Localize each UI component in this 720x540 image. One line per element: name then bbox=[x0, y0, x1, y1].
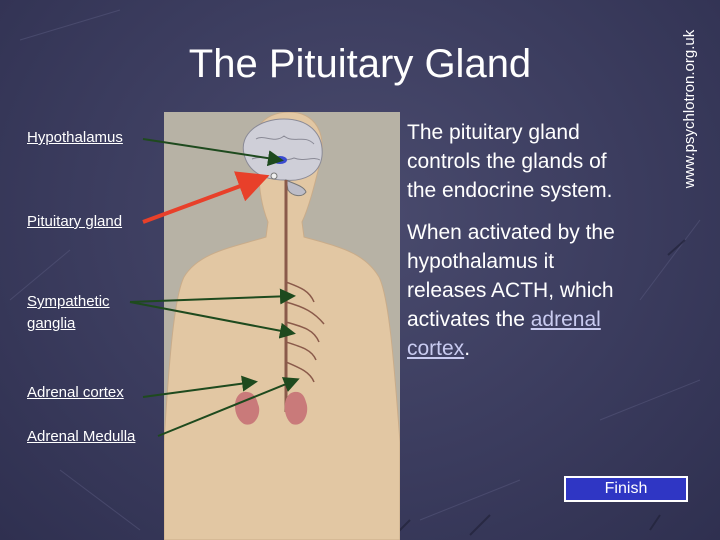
label-adrenal-medulla[interactable]: Adrenal Medulla bbox=[27, 428, 136, 445]
para2-line5: cortex. bbox=[407, 334, 615, 363]
para2-line4-prefix: activates the bbox=[407, 308, 531, 331]
arrow-sympathetic-2 bbox=[129, 301, 296, 339]
para1-line3: the endocrine system. bbox=[407, 179, 613, 202]
label-adrenal-cortex[interactable]: Adrenal cortex bbox=[27, 384, 124, 401]
paragraph-acth-release: When activated by the hypothalamus it re… bbox=[407, 218, 615, 363]
para2-line4: activates the adrenal bbox=[407, 305, 615, 334]
arrow-pituitary bbox=[142, 171, 270, 224]
para1-line2: controls the glands of bbox=[407, 150, 607, 173]
adrenal-cortex-link-part1[interactable]: adrenal bbox=[530, 308, 601, 331]
para1-line1: The pituitary gland bbox=[407, 121, 580, 144]
arrow-adrenal-medulla bbox=[157, 377, 300, 437]
adrenal-cortex-link-part2[interactable]: cortex bbox=[407, 337, 465, 360]
arrow-sympathetic-1 bbox=[129, 288, 296, 305]
para2-line3: releases ACTH, which bbox=[407, 279, 614, 302]
paragraph-pituitary-controls: The pituitary gland controls the glands … bbox=[407, 118, 612, 205]
label-sympathetic-ganglia-line1[interactable]: Sympathetic bbox=[27, 293, 110, 310]
para2-line2: hypothalamus it bbox=[407, 250, 555, 273]
para2-period: . bbox=[464, 337, 471, 360]
arrow-hypothalamus bbox=[142, 138, 284, 167]
label-pituitary-gland[interactable]: Pituitary gland bbox=[27, 213, 123, 230]
arrow-adrenal-cortex bbox=[142, 375, 258, 398]
label-sympathetic-ganglia-line2[interactable]: ganglia bbox=[27, 315, 76, 332]
slide-title: The Pituitary Gland bbox=[188, 42, 532, 86]
label-hypothalamus[interactable]: Hypothalamus bbox=[27, 129, 123, 146]
para2-line1: When activated by the bbox=[407, 221, 615, 244]
kidneys bbox=[235, 391, 308, 425]
finish-button[interactable]: Finish bbox=[564, 476, 688, 502]
